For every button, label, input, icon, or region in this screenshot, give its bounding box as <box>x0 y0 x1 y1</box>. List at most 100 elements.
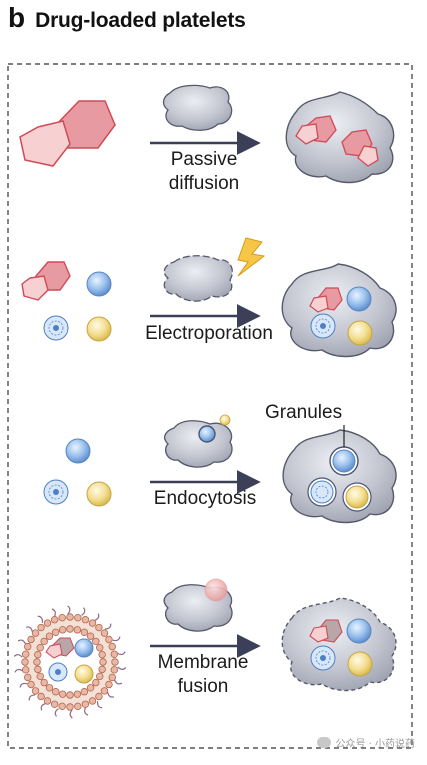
lipid-head <box>80 628 89 636</box>
lipid-head <box>37 692 45 701</box>
watermark-text: 公众号 · 小药说药 <box>335 739 415 750</box>
lipid-head <box>27 635 35 644</box>
panel-heading: b Drug-loaded platelets <box>8 2 246 38</box>
lipid-tail <box>113 679 123 685</box>
lipid-tail <box>40 702 47 711</box>
lipid-tail <box>116 651 126 656</box>
lipid-head <box>50 616 59 624</box>
cargo-left <box>43 438 112 507</box>
lipid-head <box>66 613 74 621</box>
lipid-head <box>81 700 90 708</box>
lipid-head <box>21 658 29 666</box>
label-line: Endocytosis <box>153 488 257 509</box>
lipid-head <box>99 658 107 666</box>
lipid-tail <box>37 615 44 623</box>
lipid-head <box>86 684 95 692</box>
lipid-head <box>98 650 106 659</box>
lipid-tail <box>69 709 73 719</box>
lipid-head <box>36 672 44 681</box>
lipid-head <box>108 642 116 651</box>
platelet-engulfing <box>164 414 233 468</box>
lipid-head <box>33 658 41 666</box>
lipid-tail <box>14 668 24 673</box>
lipid-head <box>80 688 89 696</box>
liposome-bead <box>43 315 69 341</box>
label-line: diffusion <box>168 173 240 194</box>
lipid-head <box>37 623 45 632</box>
cargo-left <box>21 261 112 342</box>
lipid-head <box>95 692 103 701</box>
lipid-tail <box>25 626 34 633</box>
panel-title: Drug-loaded platelets <box>35 9 246 32</box>
liposome-core <box>55 669 61 675</box>
lipid-head <box>100 687 109 695</box>
lipid-head <box>51 688 60 696</box>
lipid-head <box>27 680 35 689</box>
label-line: Membrane <box>157 652 249 673</box>
row-membrane-fusion <box>13 578 397 719</box>
lipid-head <box>98 665 106 674</box>
pentagon-drug <box>45 643 63 659</box>
lipid-head <box>96 643 104 652</box>
platelet-loaded <box>281 263 397 358</box>
lipid-tail <box>117 666 127 670</box>
lipid-head <box>51 628 60 636</box>
lipid-head <box>105 635 113 644</box>
lipid-head <box>21 650 30 658</box>
lipid-head <box>74 613 82 622</box>
lipid-head <box>36 643 44 652</box>
lipid-tail <box>93 613 100 622</box>
step-label-endocytosis: Endocytosis <box>143 487 267 511</box>
lipid-head <box>43 697 52 705</box>
row-electroporation <box>21 237 397 358</box>
drug-molecules-left <box>19 100 116 167</box>
lipid-tail <box>19 682 28 688</box>
pentagon-drug <box>19 120 71 167</box>
lipid-head <box>43 619 52 627</box>
lipid-head <box>45 684 54 692</box>
platelet-resting <box>163 578 233 632</box>
platelet-loaded <box>285 91 395 184</box>
lipid-head <box>66 703 74 711</box>
platelet-resting <box>162 84 233 131</box>
lipid-tail <box>96 701 103 709</box>
lipid-head <box>88 697 97 705</box>
lipid-head <box>100 629 109 637</box>
lipid-head <box>88 619 97 627</box>
lipid-tail <box>51 608 56 617</box>
step-label-membrane-fusion: Membrane fusion <box>148 651 258 699</box>
lipid-head <box>58 702 66 711</box>
lipid-head <box>74 702 82 711</box>
lipid-head <box>73 626 82 634</box>
lipid-head <box>58 690 67 698</box>
wechat-icon <box>317 737 332 748</box>
lipid-head <box>81 616 90 624</box>
lipid-head <box>21 666 30 674</box>
lipid-head <box>34 650 42 659</box>
lipid-head <box>24 673 32 682</box>
granules-label: Granules <box>265 402 343 423</box>
lipid-head <box>58 613 66 622</box>
step-label-electroporation: Electroporation <box>134 322 284 346</box>
lipid-tail <box>54 708 59 717</box>
liposome-vesicle <box>13 605 127 719</box>
lipid-head <box>92 637 100 646</box>
lipid-head <box>24 642 32 651</box>
panel-letter: b <box>8 2 26 33</box>
lipid-head <box>31 687 40 695</box>
lipid-head <box>66 691 74 699</box>
lipid-tail <box>81 607 86 616</box>
lipid-head <box>66 625 74 633</box>
platelet-loaded <box>282 429 397 524</box>
lipid-head <box>31 629 40 637</box>
lipid-head <box>95 623 103 632</box>
lipid-head <box>110 666 119 674</box>
lipid-head <box>40 678 48 687</box>
lightning-bolt-icon <box>237 237 266 277</box>
lipid-tail <box>104 623 112 630</box>
lipid-tail <box>13 654 23 658</box>
lipid-head <box>105 680 113 689</box>
blue-bead <box>74 638 94 658</box>
lipid-tail <box>106 691 115 698</box>
label-line: fusion <box>177 676 229 697</box>
